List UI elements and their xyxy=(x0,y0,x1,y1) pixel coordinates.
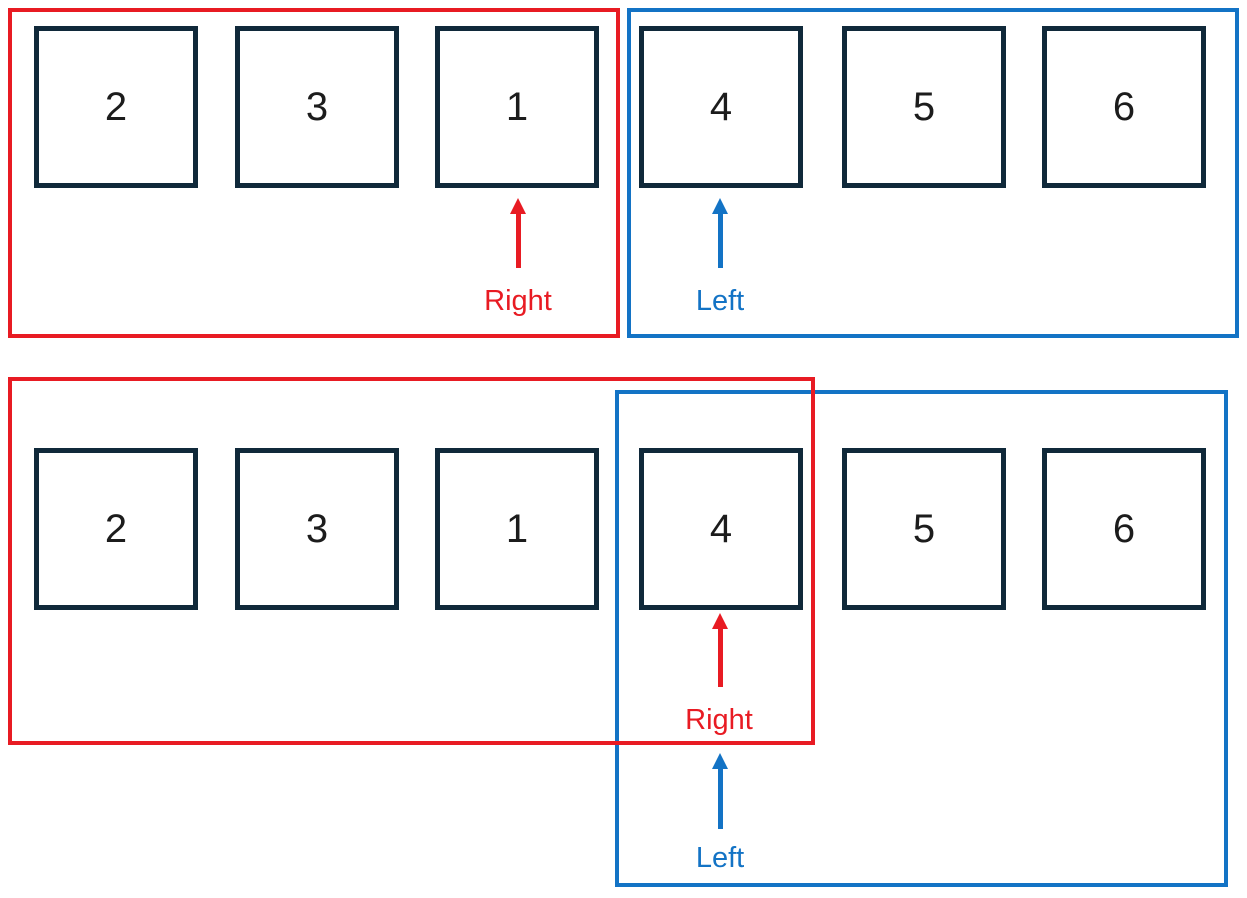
top-left-partition-outline xyxy=(627,8,1239,338)
arrow-head xyxy=(712,613,728,629)
array-cell: 4 xyxy=(639,448,803,610)
cell-value: 5 xyxy=(912,507,936,551)
array-cell: 5 xyxy=(842,26,1006,188)
cell-value: 6 xyxy=(1112,85,1136,129)
left-pointer-arrow-up-icon xyxy=(712,198,728,268)
cell-value: 1 xyxy=(505,507,529,551)
array-cell: 3 xyxy=(235,26,399,188)
arrow-stem xyxy=(717,629,723,687)
arrow-head xyxy=(510,198,526,214)
bottom-left-partition-outline xyxy=(615,390,1228,887)
top-right-partition-outline xyxy=(8,8,620,338)
array-cell: 2 xyxy=(34,448,198,610)
left-pointer-arrow-up-icon xyxy=(712,753,728,829)
left-pointer-label: Left xyxy=(695,842,745,874)
cell-value: 6 xyxy=(1112,507,1136,551)
arrow-head xyxy=(712,753,728,769)
array-cell: 4 xyxy=(639,26,803,188)
cell-value: 1 xyxy=(505,85,529,129)
cell-value: 2 xyxy=(104,85,128,129)
bottom-right-partition-outline xyxy=(8,377,815,745)
right-pointer-label: Right xyxy=(685,704,753,736)
left-pointer-label: Left xyxy=(695,285,745,317)
array-cell: 6 xyxy=(1042,26,1206,188)
cell-value: 3 xyxy=(305,85,329,129)
right-pointer-label: Right xyxy=(484,285,552,317)
cell-value: 5 xyxy=(912,85,936,129)
cell-value: 4 xyxy=(709,507,733,551)
array-cell: 3 xyxy=(235,448,399,610)
right-pointer-arrow-up-icon xyxy=(712,613,728,687)
array-cell: 2 xyxy=(34,26,198,188)
arrow-stem xyxy=(515,214,521,268)
array-cell: 1 xyxy=(435,26,599,188)
array-cell: 5 xyxy=(842,448,1006,610)
cell-value: 4 xyxy=(709,85,733,129)
arrow-stem xyxy=(717,769,723,829)
array-cell: 1 xyxy=(435,448,599,610)
cell-value: 2 xyxy=(104,507,128,551)
right-pointer-arrow-up-icon xyxy=(510,198,526,268)
arrow-head xyxy=(712,198,728,214)
array-cell: 6 xyxy=(1042,448,1206,610)
cell-value: 3 xyxy=(305,507,329,551)
arrow-stem xyxy=(717,214,723,268)
